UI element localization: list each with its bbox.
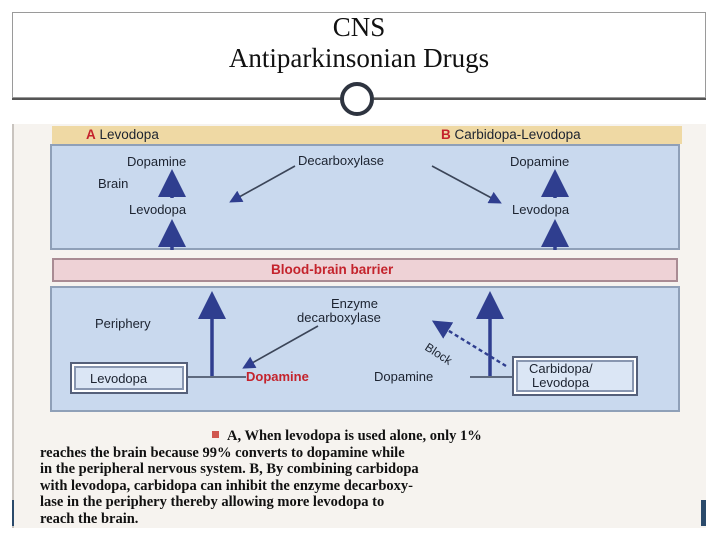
caption-line-5: lase in the periphery thereby allowing m… bbox=[40, 494, 385, 510]
decarboxylase-enzyme-label: decarboxylase bbox=[297, 310, 381, 325]
decarboxylase-label: Decarboxylase bbox=[298, 153, 384, 168]
levodopa-box: Levodopa bbox=[70, 362, 188, 394]
dopamine-periphery-right-label: Dopamine bbox=[374, 369, 434, 384]
line-enzyme-dopamine bbox=[242, 325, 319, 369]
panel-header-bar bbox=[52, 126, 682, 144]
carbidopa-levodopa-box: Carbidopa/ Levodopa bbox=[512, 356, 638, 396]
enzyme-label: Enzyme bbox=[331, 296, 378, 311]
carbidopa-line1: Carbidopa/ bbox=[529, 361, 593, 376]
title-divider-left bbox=[12, 98, 340, 100]
slide-left-accent bbox=[12, 500, 14, 526]
levodopa-right-label: Levodopa bbox=[512, 202, 570, 217]
panel-b-label: B Carbidopa-Levodopa bbox=[441, 127, 581, 142]
carbidopa-line2: Levodopa bbox=[532, 375, 590, 390]
dopamine-periphery-left-label: Dopamine bbox=[246, 369, 309, 384]
caption-bullet-icon bbox=[212, 431, 219, 438]
periphery-label: Periphery bbox=[95, 316, 151, 331]
brain-label: Brain bbox=[98, 176, 129, 191]
title-divider-right bbox=[374, 98, 706, 100]
blood-brain-barrier-band bbox=[52, 258, 678, 282]
dopamine-right-label: Dopamine bbox=[510, 154, 570, 169]
photo-left-edge bbox=[12, 124, 14, 528]
panel-a-text: Levodopa bbox=[99, 127, 159, 142]
caption-line-3: in the peripheral nervous system. B, By … bbox=[40, 461, 419, 477]
line-decarb-left bbox=[229, 165, 296, 203]
caption-line-4: with levodopa, carbidopa can inhibit the… bbox=[40, 477, 413, 494]
brain-panel bbox=[50, 144, 680, 250]
panel-b-letter: B bbox=[441, 127, 451, 142]
figure-caption: A, When levodopa is used alone, only 1% … bbox=[40, 428, 690, 527]
divider-ring-ornament bbox=[340, 82, 374, 116]
blood-brain-barrier-label: Blood-brain barrier bbox=[271, 262, 394, 277]
caption-line-6: reach the brain. bbox=[40, 510, 139, 527]
panel-a-label: A Levodopa bbox=[86, 127, 159, 142]
slide-title: CNS bbox=[332, 12, 386, 42]
levodopa-box-label: Levodopa bbox=[90, 371, 148, 386]
levodopa-left-label: Levodopa bbox=[129, 202, 187, 217]
caption-line-2: reaches the brain because 99% converts t… bbox=[40, 444, 405, 461]
panel-b-text: Carbidopa-Levodopa bbox=[450, 127, 581, 142]
slide-subtitle: Antiparkinsonian Drugs bbox=[228, 43, 490, 73]
dopamine-left-label: Dopamine bbox=[127, 154, 187, 169]
slide-right-accent bbox=[701, 500, 706, 526]
caption-line-1: A, When levodopa is used alone, only 1% bbox=[40, 428, 690, 445]
line-decarb-right bbox=[431, 165, 502, 204]
